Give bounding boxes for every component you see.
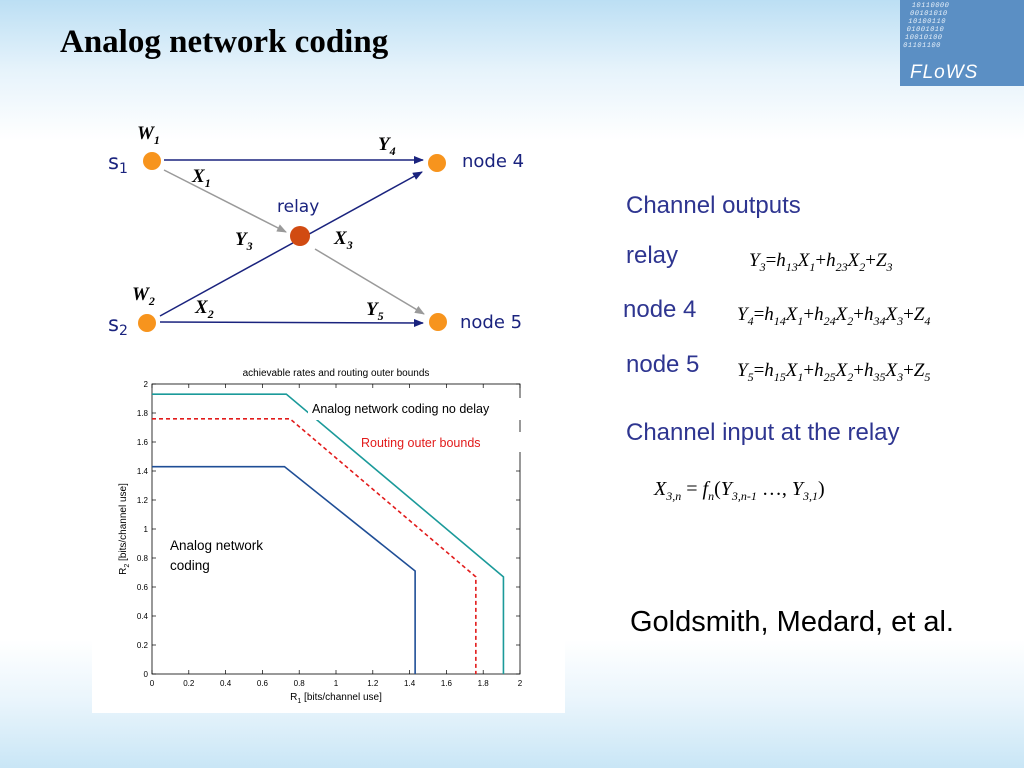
label-node4: node 4 bbox=[462, 151, 524, 172]
x-tick-label: 1 bbox=[334, 679, 339, 688]
y-tick-label: 1 bbox=[144, 525, 149, 534]
y-tick-label: 0.4 bbox=[137, 612, 149, 621]
channel-row-label-relay: relay bbox=[626, 242, 679, 269]
label-x1: X1 bbox=[191, 166, 211, 190]
label-w1: W1 bbox=[137, 123, 160, 147]
x-tick-label: 1.8 bbox=[478, 679, 490, 688]
y-tick-label: 0.8 bbox=[137, 554, 149, 563]
chart-annotation: Analog network bbox=[170, 538, 263, 553]
node-5 bbox=[429, 313, 447, 331]
chart-title: achievable rates and routing outer bound… bbox=[243, 368, 430, 379]
x-tick-label: 0.6 bbox=[257, 679, 269, 688]
arrow-s2-to-node5 bbox=[159, 318, 424, 327]
x-tick-label: 0.2 bbox=[183, 679, 195, 688]
x-tick-label: 1.2 bbox=[367, 679, 379, 688]
equation-relay: Y3=h13X1+h23X2+Z3 bbox=[749, 250, 893, 274]
y-tick-label: 0.6 bbox=[137, 583, 149, 592]
series-line-0 bbox=[152, 393, 505, 674]
node-4 bbox=[428, 154, 446, 172]
label-s2: s2 bbox=[108, 312, 128, 339]
node-relay bbox=[290, 226, 310, 246]
x-axis-label: R1 [bits/channel use] bbox=[290, 692, 382, 705]
series-line-2 bbox=[152, 465, 416, 674]
chart-annotation: Analog network coding no delay bbox=[312, 402, 490, 416]
x-tick-label: 1.6 bbox=[441, 679, 453, 688]
arrow-s2-to-node4 bbox=[159, 171, 423, 317]
arrow-s1-to-relay bbox=[163, 169, 287, 233]
annotation-background bbox=[357, 432, 525, 452]
label-relay: relay bbox=[277, 197, 319, 217]
label-w2: W2 bbox=[132, 284, 155, 308]
chart-annotation: coding bbox=[170, 558, 210, 573]
y-tick-label: 0.2 bbox=[137, 641, 149, 650]
arrow-relay-to-node5 bbox=[314, 248, 425, 315]
y-tick-label: 0 bbox=[144, 670, 149, 679]
label-s1: s1 bbox=[108, 150, 128, 177]
citation: Goldsmith, Medard, et al. bbox=[630, 606, 954, 638]
y-tick-label: 1.2 bbox=[137, 496, 149, 505]
flows-logo: 10110000 00101010 10100110 01001010 1001… bbox=[900, 0, 1024, 86]
node-s1 bbox=[143, 152, 161, 170]
x-tick-label: 2 bbox=[518, 679, 523, 688]
label-x2: X2 bbox=[194, 297, 214, 321]
equation-node5: Y5=h15X1+h25X2+h35X3+Z5 bbox=[737, 360, 931, 384]
label-node5: node 5 bbox=[460, 312, 522, 333]
y-tick-label: 1.8 bbox=[137, 409, 149, 418]
label-x3: X3 bbox=[333, 228, 353, 252]
y-axis-label: R2 [bits/channel use] bbox=[118, 483, 131, 575]
chart-annotation: Routing outer bounds bbox=[361, 436, 481, 450]
y-tick-label: 1.6 bbox=[137, 438, 149, 447]
x-tick-label: 1.4 bbox=[404, 679, 416, 688]
label-y4: Y4 bbox=[378, 134, 396, 158]
channel-row-label-node5: node 5 bbox=[626, 351, 700, 378]
equation-relay-input: X3,n = fn(Y3,n-1 …, Y3,1) bbox=[654, 478, 825, 503]
equation-node4: Y4=h14X1+h24X2+h34X3+Z4 bbox=[737, 304, 931, 328]
label-y5: Y5 bbox=[366, 299, 384, 323]
channel-outputs-heading: Channel outputs bbox=[626, 192, 801, 219]
x-tick-label: 0.8 bbox=[294, 679, 306, 688]
series-line-1 bbox=[152, 417, 477, 674]
node-s2 bbox=[138, 314, 156, 332]
x-tick-label: 0 bbox=[150, 679, 155, 688]
annotation-background bbox=[308, 398, 556, 420]
y-tick-label: 1.4 bbox=[137, 467, 149, 476]
x-tick-label: 0.4 bbox=[220, 679, 232, 688]
slide-title: Analog network coding bbox=[60, 24, 389, 60]
chart-plot-area bbox=[151, 383, 521, 675]
channel-row-label-node4: node 4 bbox=[623, 296, 697, 323]
label-y3: Y3 bbox=[235, 229, 253, 253]
channel-input-heading: Channel input at the relay bbox=[626, 419, 900, 446]
y-tick-label: 2 bbox=[144, 380, 149, 389]
logo-text: FLoWS bbox=[910, 62, 979, 83]
